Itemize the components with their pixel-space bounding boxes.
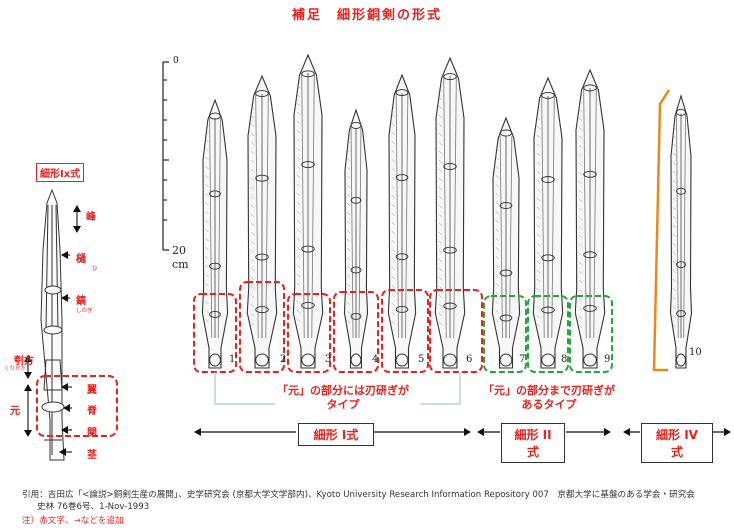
- moto-box-green-2: [527, 295, 569, 373]
- moto-box-red-5: [381, 289, 429, 373]
- sword-5: [387, 73, 417, 369]
- sword-drawings: [201, 53, 693, 369]
- sword-number-7: 7: [519, 354, 526, 365]
- sword-1: [201, 98, 229, 369]
- type-4-label: 細形 IV式: [641, 423, 713, 463]
- sword-7: [491, 116, 521, 369]
- reference-sword-ix: [40, 188, 65, 461]
- moto-box-red-3: [287, 293, 331, 373]
- caption-red: 「元」の部分には刃研ぎが タイプ: [268, 384, 418, 412]
- moto-box-green-3: [569, 295, 613, 373]
- part-label-yoku: 翼: [87, 385, 97, 396]
- moto-highlight-left: [36, 375, 118, 437]
- citation-note: 注）赤文字、→などを追加: [22, 516, 124, 526]
- sword-3: [292, 53, 324, 369]
- sword-6: [434, 56, 466, 369]
- caption-red-line2: タイプ: [326, 398, 360, 411]
- sword-number-8: 8: [561, 354, 568, 365]
- moto-box-green-1: [483, 295, 527, 373]
- sword-number-3: 3: [325, 354, 332, 365]
- sword-number-2: 2: [280, 354, 287, 365]
- type-2-label: 細形 II式: [501, 423, 565, 463]
- sword-number-4: 4: [372, 354, 379, 365]
- moto-box-red-4: [333, 291, 379, 373]
- sword-4: [343, 108, 369, 369]
- citation-line2: 史林 76巻6号、1-Nov-1993: [37, 502, 150, 512]
- sword-8: [532, 76, 564, 369]
- sword-2: [246, 74, 278, 369]
- moto-highlights-green: [483, 295, 613, 373]
- scale-twenty: 20: [172, 244, 186, 257]
- part-arrows: [24, 205, 81, 456]
- caption-red-line1: 「元」の部分には刃研ぎが: [277, 384, 409, 397]
- sword-number-6: 6: [466, 354, 473, 365]
- citation-line1: 引用：吉田広「<論説>銅剣生産の展開」、史学研究会 (京都大学文学部内)、Kyo…: [22, 490, 695, 500]
- caption-green-line2: あるタイプ: [521, 398, 577, 411]
- caption-green: 「元」の部分まで刃研ぎが あるタイプ: [474, 384, 624, 412]
- scale-zero: 0: [173, 56, 179, 66]
- caption-green-line1: 「元」の部分まで刃研ぎが: [483, 384, 615, 397]
- sword-number-1: 1: [229, 354, 236, 365]
- scale-unit: cm: [172, 258, 189, 271]
- page-title: 補足 細形銅剣の形式: [291, 8, 442, 23]
- moto-box-red-6: [429, 289, 483, 373]
- part-label-moto: 元: [10, 406, 20, 417]
- sword-9: [574, 68, 606, 369]
- type4-bracket: [652, 89, 671, 372]
- sword-number-10: 10: [689, 347, 702, 358]
- sword-number-5: 5: [418, 354, 425, 365]
- part-label-hi: 樋: [76, 254, 86, 265]
- part-ruby-hi: ひ: [92, 266, 98, 272]
- moto-box-red-2: [239, 281, 285, 373]
- part-label-kuki: 茎: [87, 450, 97, 461]
- sword-10: [669, 94, 693, 369]
- sword-number-9: 9: [604, 354, 611, 365]
- part-label-shinogi: 鎬: [76, 296, 86, 307]
- caption-brackets: [214, 372, 461, 405]
- part-ruby-shinogi: しのぎ: [76, 308, 93, 314]
- part-label-se: 脊: [87, 406, 97, 417]
- type-ix-label: 細形Ix式: [36, 163, 85, 182]
- part-label-mine: 峰: [86, 212, 96, 223]
- part-ruby-kurikata: くりかた: [4, 366, 27, 372]
- part-label-seki: 関: [87, 428, 97, 439]
- moto-highlights-red: [193, 281, 483, 373]
- scale-bar: [162, 61, 169, 251]
- type-1-label: 細形 I式: [298, 423, 374, 446]
- part-label-kurikata: 刳方: [14, 356, 34, 367]
